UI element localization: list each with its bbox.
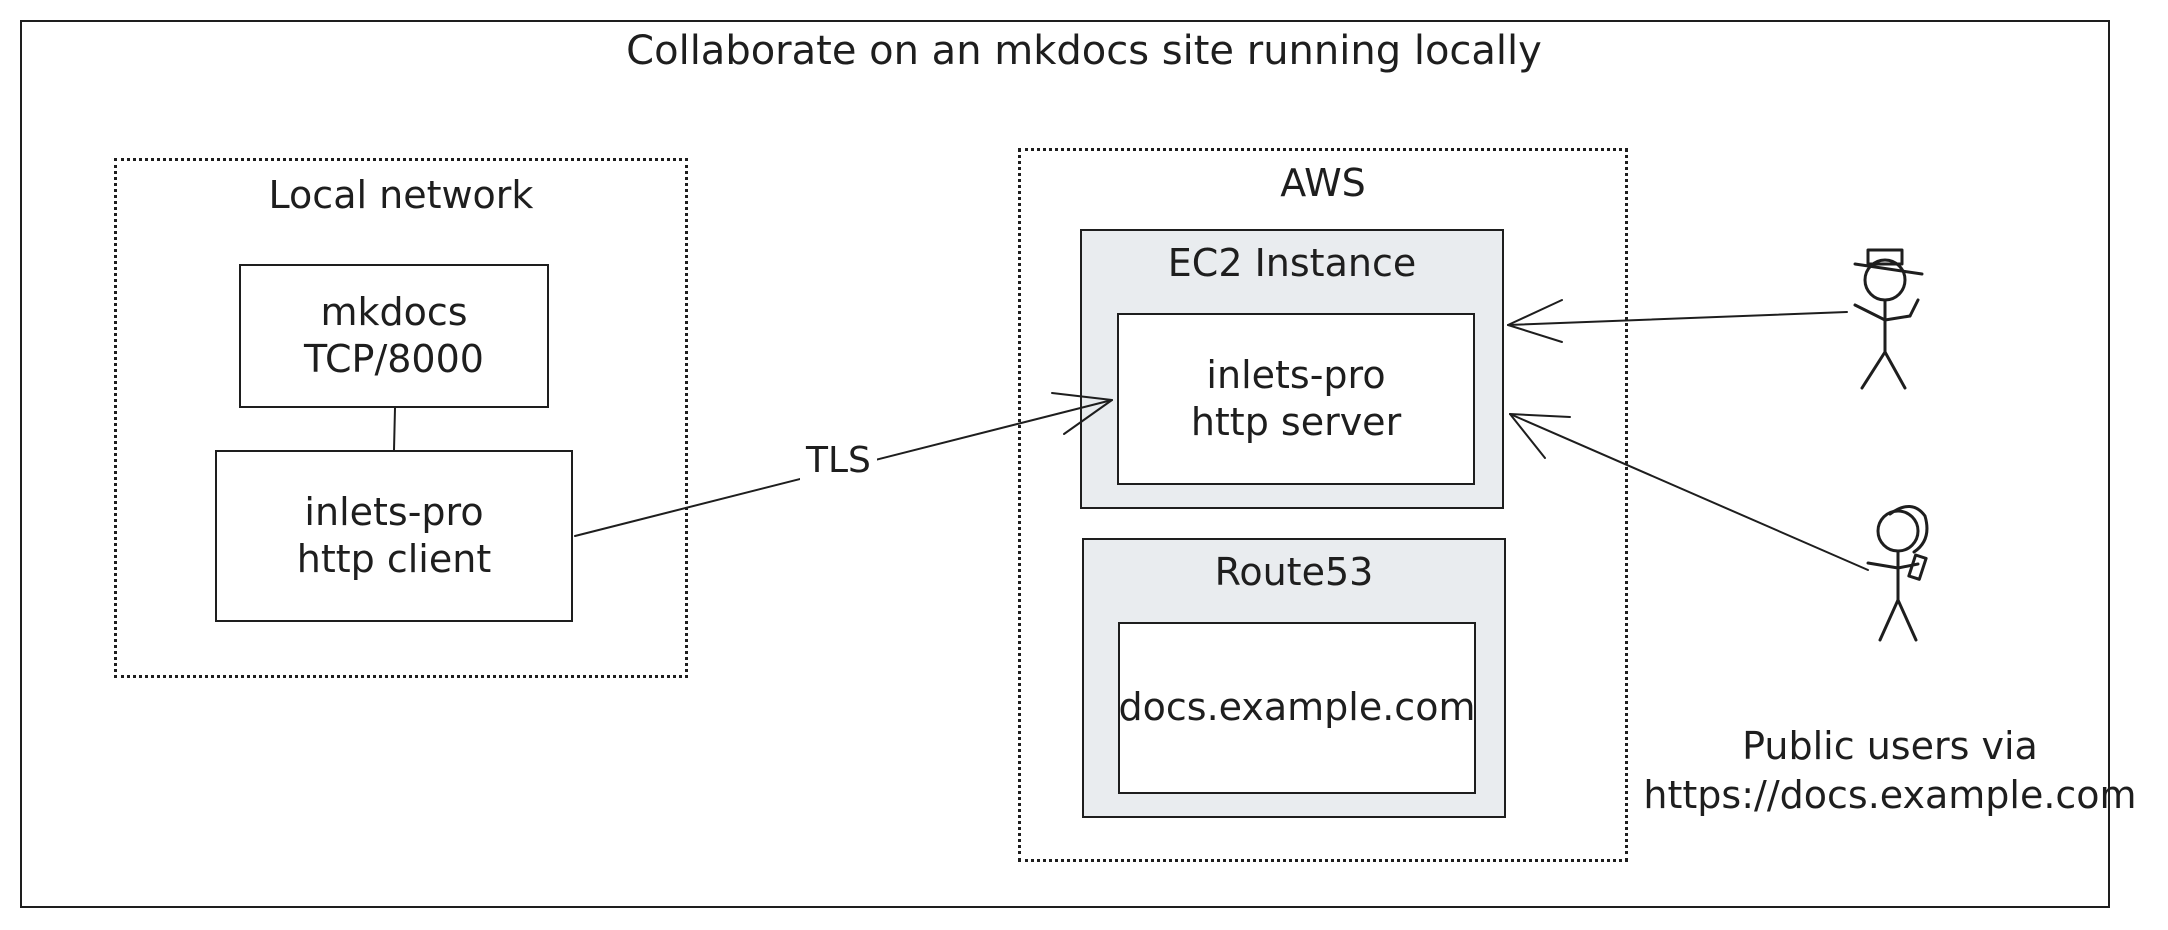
user2-arrow-head-bottom	[1509, 413, 1546, 459]
public-users-line1: Public users via	[1742, 724, 2038, 768]
aws-group: AWS	[1018, 148, 1628, 862]
mkdocs-port: TCP/8000	[304, 337, 484, 381]
tls-label: TLS	[800, 440, 877, 481]
user1-arrow-head-bottom	[1507, 324, 1563, 343]
route53-label: Route53	[1214, 550, 1374, 594]
outer-frame	[20, 20, 2110, 908]
public-users-url: https://docs.example.com	[1643, 773, 2137, 818]
inlets-client-name: inlets-pro	[304, 489, 484, 534]
public-users-caption: Public users via https://docs.example.co…	[1640, 722, 2140, 821]
user-hat-icon	[1853, 248, 1924, 390]
tls-arrow-head-top	[1051, 392, 1113, 401]
inlets-server-box: inlets-pro http server	[1117, 313, 1475, 485]
domain-name: docs.example.com	[1118, 685, 1476, 730]
mkdocs-client-connector	[393, 407, 396, 451]
user-phone-icon	[1866, 505, 1929, 642]
ec2-instance-label: EC2 Instance	[1167, 241, 1417, 285]
inlets-client-box: inlets-pro http client	[215, 450, 573, 622]
tls-arrow-head-bottom	[1063, 399, 1113, 435]
diagram-title: Collaborate on an mkdocs site running lo…	[626, 28, 1542, 74]
mkdocs-name: mkdocs	[320, 289, 468, 334]
mkdocs-box: mkdocs TCP/8000	[239, 264, 549, 408]
domain-box: docs.example.com	[1118, 622, 1476, 794]
user1-arrow-head-top	[1507, 299, 1563, 326]
inlets-server-role: http server	[1190, 400, 1402, 444]
user1-arrow	[1507, 311, 1848, 326]
local-network-label: Local network	[268, 173, 534, 217]
user2-arrow	[1509, 413, 1869, 571]
inlets-client-role: http client	[296, 537, 492, 581]
inlets-server-name: inlets-pro	[1206, 352, 1386, 397]
user2-arrow-head-top	[1509, 413, 1571, 418]
local-network-group: Local network	[114, 158, 688, 678]
aws-label: AWS	[1280, 161, 1366, 205]
